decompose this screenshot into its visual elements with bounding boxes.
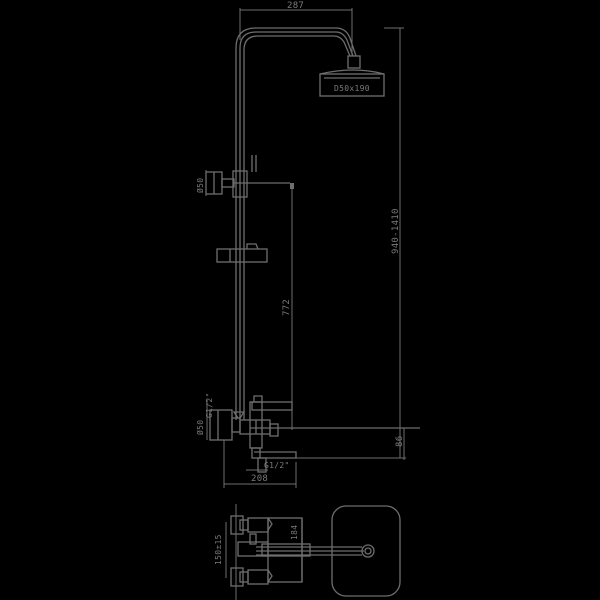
bar-height-label: 772: [282, 298, 292, 316]
shower-head: [319, 55, 385, 97]
hand-shower-holder: [205, 170, 290, 198]
spout-reach-label: 208: [251, 474, 269, 484]
head-size-label: D50x190: [334, 84, 370, 93]
riser-pipe: [235, 27, 357, 420]
bar-height-dimension: [290, 183, 294, 430]
height-range-dimension: [384, 27, 404, 458]
body-depth-label: 184: [290, 524, 299, 540]
slider-dia-label: Ø50: [196, 177, 205, 193]
spout-reach-dimension: [223, 440, 297, 488]
inlet-spacing-label: 150±15: [214, 534, 223, 565]
bar-top-marker: [251, 155, 257, 172]
plan-view: [225, 504, 401, 600]
inlet-thread-label: G1/2": [205, 392, 214, 418]
bar-slider: [216, 243, 268, 263]
outlet-height-label: 86: [395, 435, 405, 447]
mixer-valve: [209, 395, 420, 473]
outlet-height-dimension: [296, 428, 406, 460]
mixer-dia-label: Ø50: [196, 419, 205, 435]
spout-thread-label: G1/2": [264, 461, 290, 470]
arm-reach-label: 287: [287, 1, 305, 11]
left-dimensions: [205, 170, 208, 440]
height-range-label: 940-1410: [391, 208, 401, 254]
